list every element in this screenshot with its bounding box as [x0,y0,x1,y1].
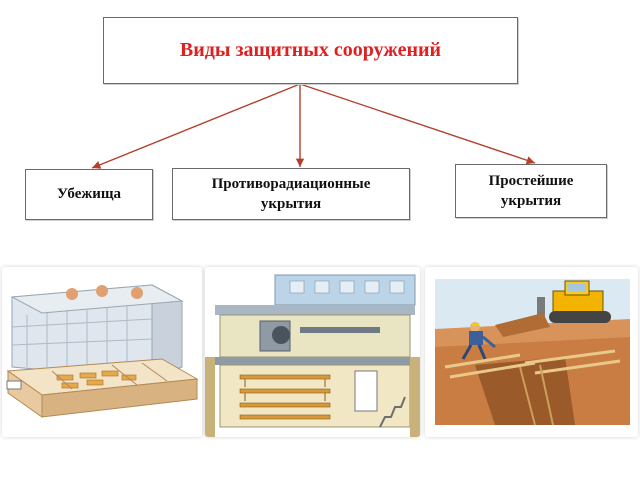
category-label-line-1: Простейшие [488,172,574,189]
diagram-title: Виды защитных сооружений [179,39,442,61]
basement-radiation-shelter-illustration [205,267,420,437]
illustration-panel-shelter [2,267,202,437]
category-label-line-1: Противорадиационные [211,175,371,192]
illustration-panel-radiation-shelter [205,267,420,437]
category-label: Убежища [56,186,122,202]
arrow-to-prosteishie [299,83,536,165]
category-box-protivoradiatsionnye-ukrytiya: Противорадиационные укрытия [172,168,410,220]
category-label-line-2: укрытия [260,196,322,212]
category-box-prosteishie-ukrytiya: Простейшие укрытия [455,164,607,218]
category-label-line-2: укрытия [500,193,562,209]
shelter-building-cutaway-illustration [2,267,202,437]
arrow-to-ubezhishcha [91,83,301,169]
bulldozer-trench-shelter-illustration [425,267,638,437]
category-box-ubezhishcha: Убежища [25,169,153,220]
diagram-title-box: Виды защитных сооружений [103,17,518,84]
illustration-panel-simple-shelter [425,267,638,437]
